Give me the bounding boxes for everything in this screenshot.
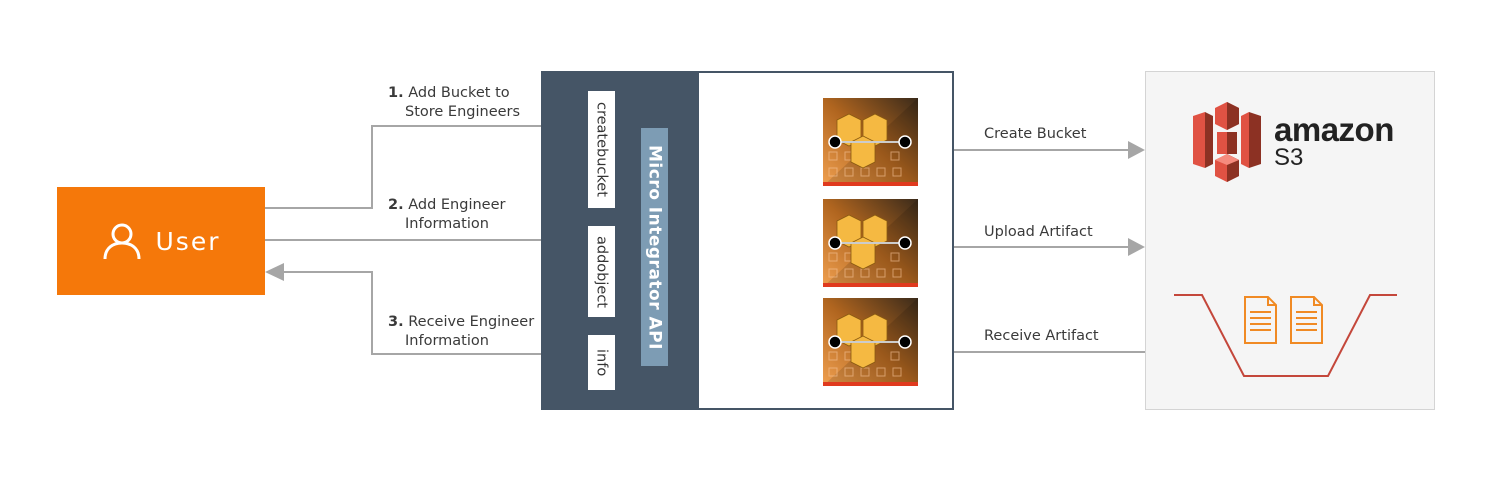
step-2-label: 2. Add Engineer Information xyxy=(388,196,505,234)
flow-label-upload-artifact: Upload Artifact xyxy=(984,224,1093,240)
s3-service-text: S3 xyxy=(1274,144,1304,171)
step-number: 2. xyxy=(388,197,404,213)
document-icon xyxy=(1290,296,1323,344)
endpoint-addobject: addobject xyxy=(588,226,615,317)
arrowhead xyxy=(265,263,284,281)
user-icon xyxy=(103,223,140,260)
micro-integrator-api-bar: Micro Integrator API xyxy=(641,128,668,366)
endpoint-label: info xyxy=(593,348,610,377)
bucket-icon xyxy=(1174,294,1397,377)
endpoint-label: createbucket xyxy=(593,102,610,197)
step-text: Store Engineers xyxy=(405,104,521,120)
endpoint-info: info xyxy=(588,335,615,390)
flow-label-receive-artifact: Receive Artifact xyxy=(984,328,1099,344)
micro-integrator-panel xyxy=(541,71,699,410)
step-text: Add Bucket to xyxy=(408,85,510,101)
arrowhead xyxy=(1128,141,1145,159)
step-number: 3. xyxy=(388,314,404,330)
step-3-label: 3. Receive Engineer Information xyxy=(388,313,534,351)
step-3-line xyxy=(284,271,586,355)
micro-integrator-api-label: Micro Integrator API xyxy=(644,144,665,350)
step-1-label: 1. Add Bucket to Store Engineers xyxy=(388,84,520,122)
aws-connector-icon xyxy=(823,98,918,186)
step-text: Receive Engineer xyxy=(408,314,535,330)
endpoint-createbucket: createbucket xyxy=(588,91,615,208)
user-box: User xyxy=(57,187,265,295)
step-number: 1. xyxy=(388,85,404,101)
amazon-s3-icon xyxy=(1193,102,1261,182)
step-1-line xyxy=(265,125,572,209)
endpoint-label: addobject xyxy=(593,235,610,308)
aws-connector-icon xyxy=(823,298,918,386)
step-text: Add Engineer xyxy=(408,197,506,213)
flow-label-create-bucket: Create Bucket xyxy=(984,126,1087,142)
user-label: User xyxy=(155,226,221,256)
step-text: Information xyxy=(405,333,489,349)
step-text: Information xyxy=(405,216,489,232)
amazon-brand-text: amazon xyxy=(1274,111,1394,148)
arrowhead xyxy=(1128,238,1145,256)
document-icon xyxy=(1244,296,1277,344)
aws-connector-icon xyxy=(823,199,918,287)
